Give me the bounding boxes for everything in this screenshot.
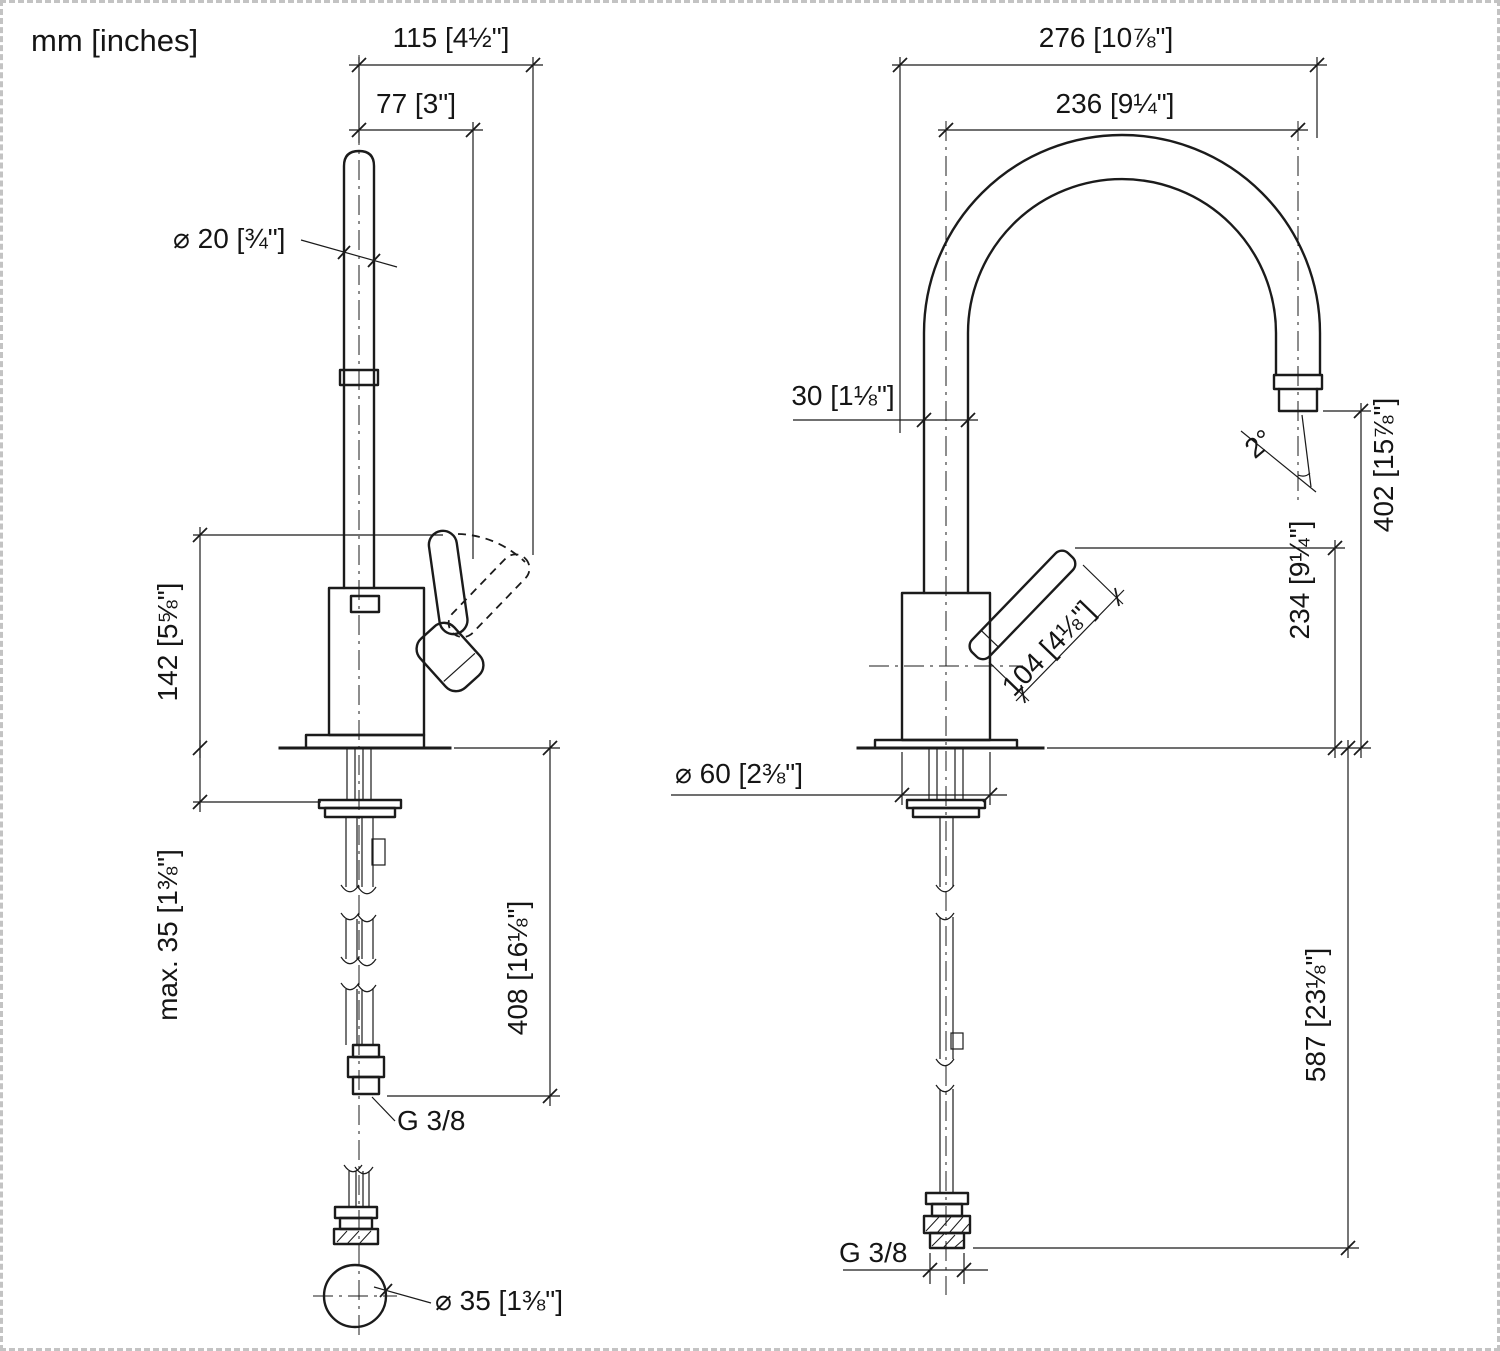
dim-label-587: 587 [23⅛"]: [1300, 948, 1331, 1083]
dim-label-234: 234 [9¼"]: [1284, 521, 1315, 640]
dim-label-276: 276 [10⅞"]: [1039, 22, 1174, 53]
dim-label-spout-diameter: ⌀ 20 [¾"]: [173, 223, 285, 254]
front-view-dimension-lines: [671, 57, 1371, 1284]
side-view-undersink-parts: [317, 748, 403, 1329]
front-view-faucet-outline: [856, 133, 1324, 750]
side-view-centerlines: [313, 55, 397, 1339]
front-view-centerlines: [869, 121, 1299, 1295]
side-view-dimension-lines: [192, 57, 560, 1304]
dim-label-angle-2deg: 2°: [1239, 423, 1279, 464]
dim-label-236: 236 [9¼"]: [1056, 88, 1175, 119]
dim-label-104: 104 [4⅛"]: [996, 595, 1101, 702]
dim-label-base-diameter: ⌀ 60 [2⅜"]: [675, 758, 803, 789]
front-view-undersink-parts: [905, 748, 987, 1250]
side-view-faucet-outline: [278, 149, 531, 750]
front-view: 276 [10⅞"] 236 [9¼"] 30 [1⅛"] 2° 402 [15…: [671, 22, 1399, 1295]
dim-label-115: 115 [4½"]: [393, 22, 510, 53]
dim-label-77: 77 [3"]: [376, 88, 456, 119]
thread-label-front: G 3/8: [839, 1237, 907, 1268]
dim-label-30: 30 [1⅛"]: [791, 380, 894, 411]
thread-label-side: G 3/8: [397, 1105, 465, 1136]
dim-label-max-35: max. 35 [1⅜"]: [152, 849, 183, 1021]
dim-label-408: 408 [16⅛"]: [502, 901, 533, 1036]
side-view: 115 [4½"] 77 [3"] ⌀ 20 [¾"] 142 [5⅝"] ma…: [152, 22, 563, 1339]
dim-label-142: 142 [5⅝"]: [152, 583, 183, 702]
faucet-dimension-diagram: mm [inches]: [31, 22, 1399, 1339]
dim-label-402: 402 [15⅞"]: [1368, 398, 1399, 533]
dim-label-hole-diameter: ⌀ 35 [1⅜"]: [435, 1285, 563, 1316]
units-label: mm [inches]: [31, 23, 198, 58]
